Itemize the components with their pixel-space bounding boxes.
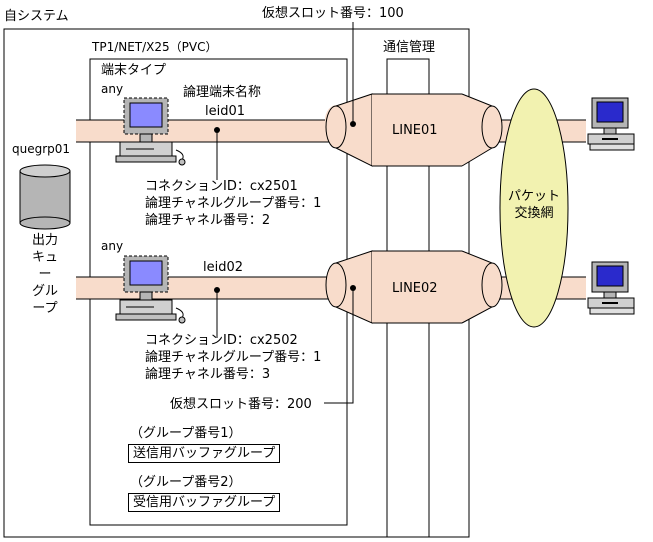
system-label: 自システム	[4, 9, 69, 24]
receive-buffer-group: 受信用バッファグループ	[128, 493, 281, 512]
connection-id-2: コネクションID：cx2502	[145, 333, 298, 348]
packet-network-label: パケット 交換網	[507, 189, 560, 221]
buffer-group-number-1: （グループ番号1）	[130, 426, 242, 441]
send-buffer-group: 送信用バッファグループ	[128, 444, 281, 463]
terminal-type-label: 端末タイプ	[101, 63, 167, 78]
terminal-name-1: leid01	[205, 104, 246, 119]
channel-group-1: 論理チャネルグループ番号：1	[145, 196, 322, 211]
vslot-top-label: 仮想スロット番号：100	[262, 6, 404, 21]
queue-label: 出力 キュー グループ	[31, 233, 58, 316]
any-label-2: any	[101, 239, 124, 253]
any-label-1: any	[101, 82, 124, 96]
line-label-1: LINE01	[392, 123, 438, 138]
channel-number-2: 論理チャネル番号：3	[145, 367, 271, 382]
buffer-group-number-2: （グループ番号2）	[130, 475, 242, 490]
product-label: TP1/NET/X25（PVC）	[92, 40, 218, 54]
channel-group-2: 論理チャネルグループ番号：1	[145, 350, 322, 365]
channel-number-1: 論理チャネル番号：2	[145, 213, 271, 228]
logical-terminal-name-header: 論理端末名称	[183, 85, 262, 100]
vslot-bottom-label: 仮想スロット番号：200	[170, 397, 312, 412]
comm-mgmt-label: 通信管理	[383, 40, 436, 55]
queue-name: quegrp01	[12, 142, 71, 156]
terminal-name-2: leid02	[203, 260, 244, 275]
line-label-2: LINE02	[392, 281, 438, 296]
connection-id-1: コネクションID：cx2501	[145, 179, 298, 194]
